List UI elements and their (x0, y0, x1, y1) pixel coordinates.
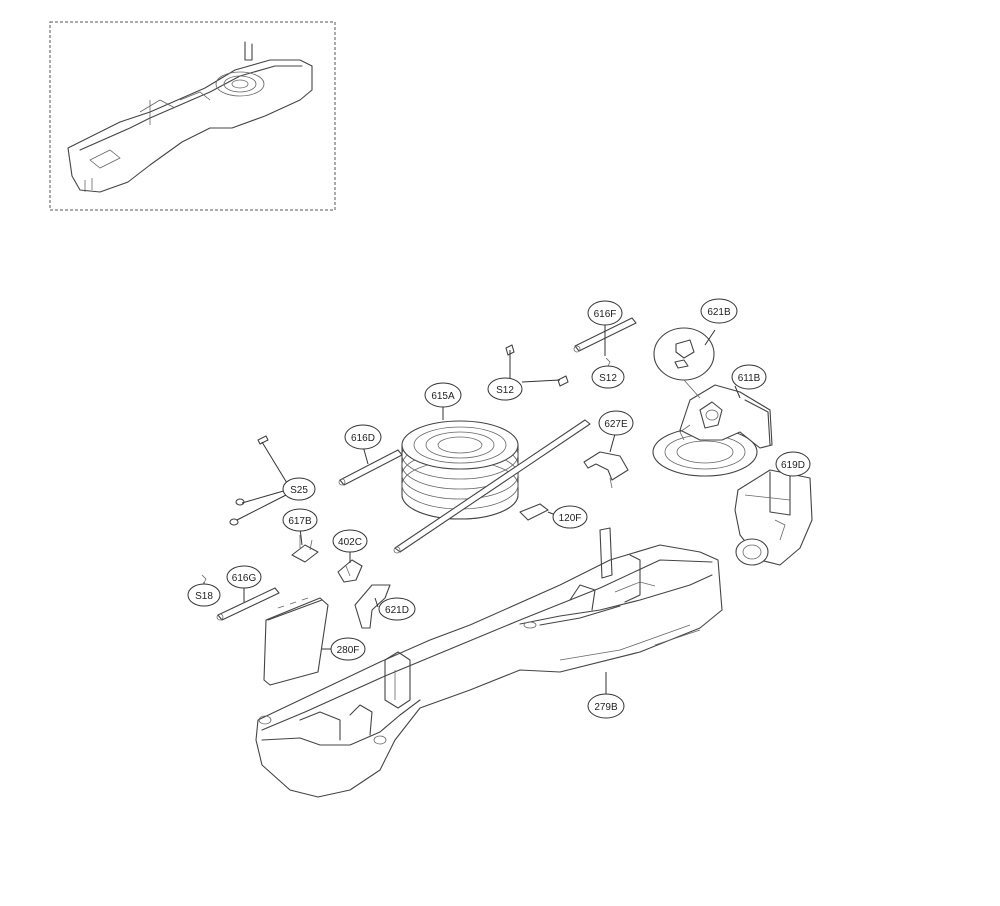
screw-S12-c (605, 357, 611, 367)
label-619D: 619D (775, 451, 811, 477)
hose-coil-615A (401, 420, 519, 520)
base-tray-279B (255, 527, 723, 798)
screw-S25-a (257, 435, 269, 445)
label-S12-right: S12 (591, 365, 625, 389)
label-S12-left: S12 (487, 377, 523, 401)
long-rod (393, 419, 591, 554)
svg-text:279B: 279B (594, 702, 618, 713)
label-S25: S25 (282, 477, 316, 501)
svg-text:616D: 616D (351, 433, 375, 444)
label-402C: 402C (332, 529, 368, 553)
svg-text:S12: S12 (496, 385, 514, 396)
label-120F: 120F (552, 505, 588, 529)
overview-assembly-thumbnail (67, 41, 313, 193)
label-627E: 627E (598, 410, 634, 436)
label-280F: 280F (330, 637, 366, 661)
svg-text:621B: 621B (707, 307, 731, 318)
bracket-627E (583, 451, 629, 489)
part-402C (337, 559, 363, 583)
svg-text:402C: 402C (338, 537, 362, 548)
label-617B: 617B (282, 508, 318, 532)
label-616F: 616F (587, 300, 623, 326)
label-279B: 279B (587, 693, 625, 719)
rod-616G (216, 587, 280, 621)
svg-text:611B: 611B (738, 373, 761, 384)
screw-S12-b (557, 375, 569, 387)
part-120F (519, 503, 549, 521)
screw-S25-c (229, 518, 239, 526)
svg-text:120F: 120F (559, 513, 582, 524)
part-621D (354, 584, 391, 629)
svg-text:621D: 621D (385, 605, 409, 616)
svg-text:619D: 619D (781, 460, 805, 471)
rod-616D (338, 449, 403, 486)
label-S18: S18 (187, 583, 221, 607)
svg-text:S12: S12 (599, 373, 617, 384)
water-valve-619D (734, 469, 813, 566)
svg-text:616F: 616F (594, 309, 617, 320)
label-621D: 621D (378, 597, 416, 621)
motor-611B (652, 384, 773, 477)
svg-text:617B: 617B (288, 516, 312, 527)
svg-text:S25: S25 (290, 485, 308, 496)
svg-text:S18: S18 (195, 591, 213, 602)
overview-inset (49, 21, 336, 211)
svg-text:280F: 280F (337, 645, 360, 656)
svg-text:616G: 616G (232, 573, 257, 584)
label-611B: 611B (731, 364, 767, 390)
part-280F (263, 597, 329, 686)
svg-text:615A: 615A (431, 391, 455, 402)
part-617B (291, 535, 319, 563)
clip-621B (653, 327, 715, 399)
label-621B: 621B (700, 298, 738, 324)
screws (201, 344, 611, 584)
label-615A: 615A (424, 382, 462, 408)
screw-S25-b (235, 498, 245, 506)
screw-S18 (201, 574, 207, 584)
svg-text:627E: 627E (604, 419, 628, 430)
label-616D: 616D (344, 424, 382, 450)
label-616G: 616G (226, 565, 262, 589)
